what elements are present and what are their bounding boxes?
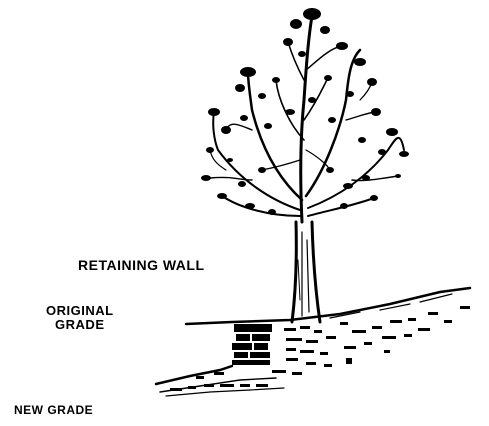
retaining-wall-label: RETAINING WALL <box>78 258 205 273</box>
tree-branches <box>210 16 404 222</box>
original-grade-label-line2: GRADE <box>46 318 114 332</box>
retaining-wall <box>232 324 272 365</box>
new-grade-label: NEW GRADE <box>14 404 93 417</box>
new-grade-line <box>156 366 284 396</box>
original-grade-line <box>186 288 470 324</box>
tree-trunk <box>292 222 320 322</box>
original-grade-label: ORIGINAL GRADE <box>46 304 114 331</box>
tree-canopy <box>201 8 409 215</box>
original-grade-label-line1: ORIGINAL <box>46 304 114 318</box>
